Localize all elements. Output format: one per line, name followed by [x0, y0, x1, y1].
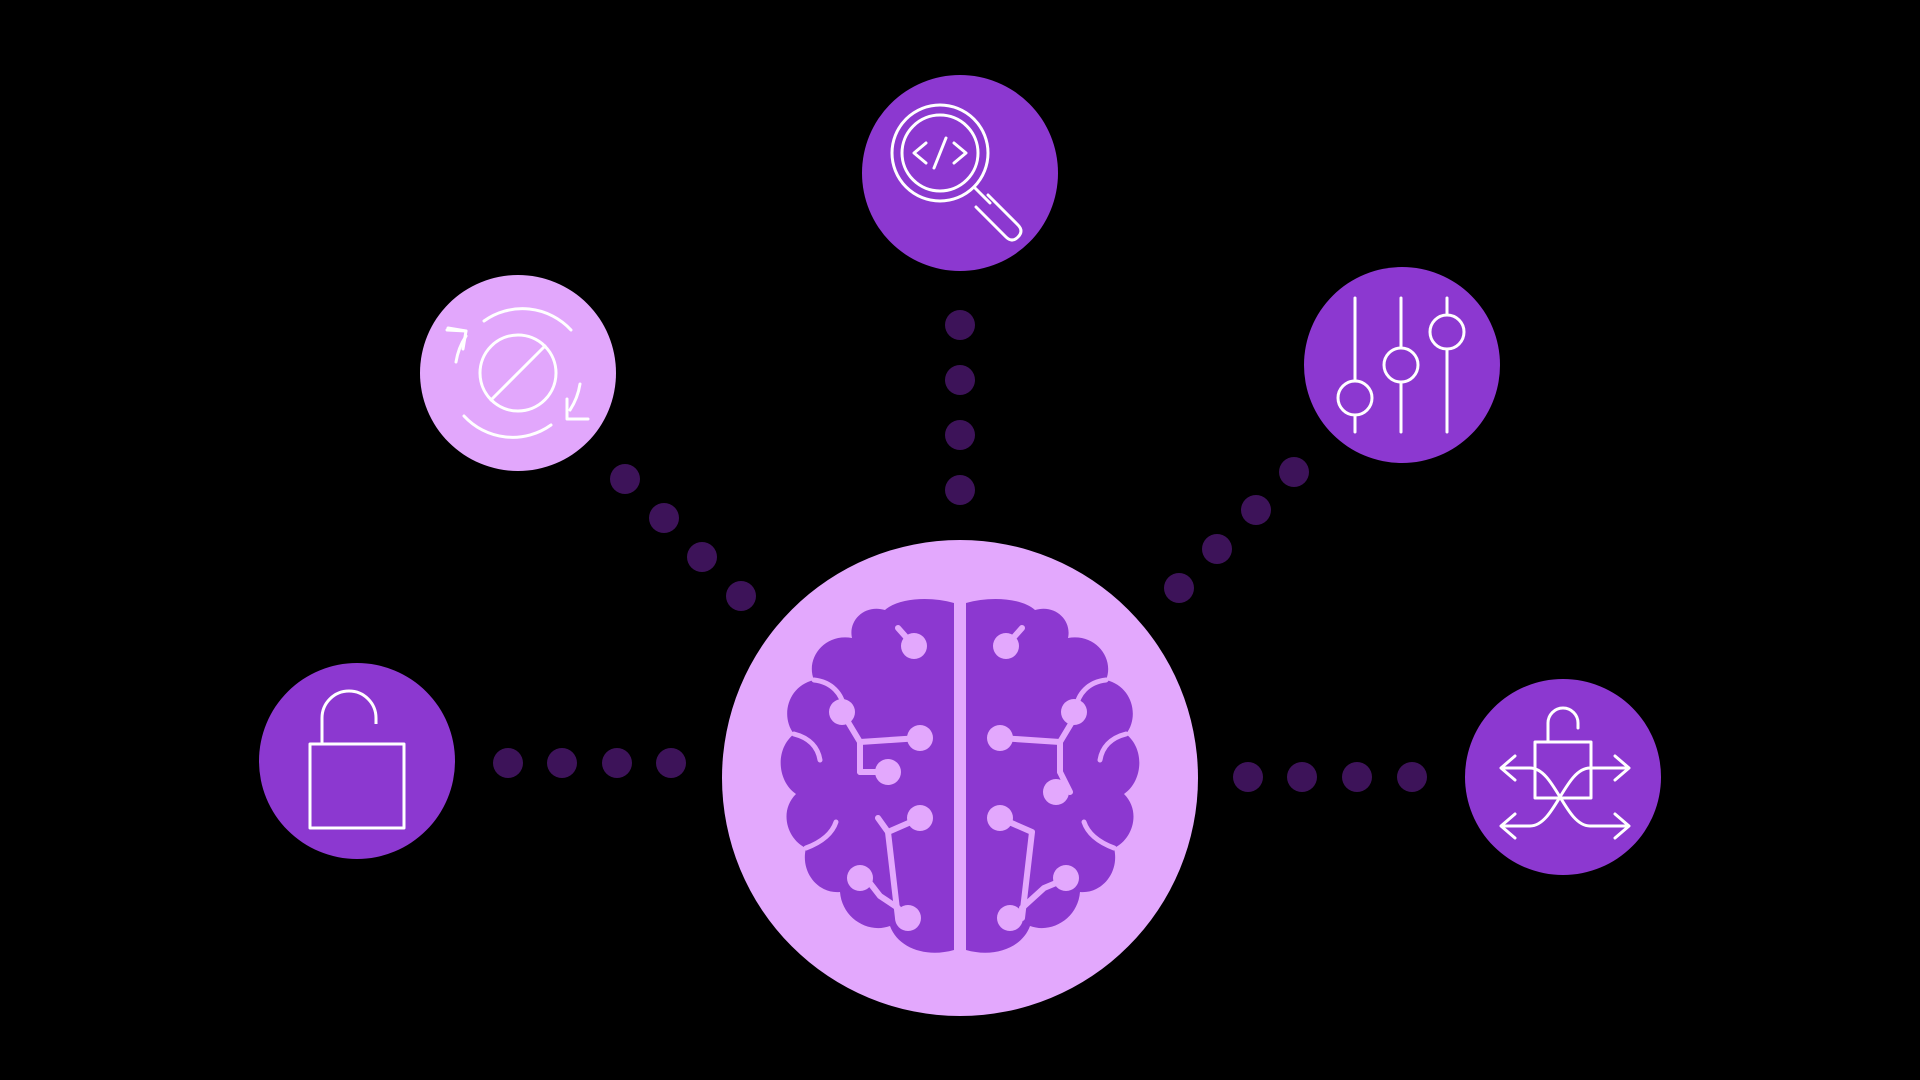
- circuit-node: [1053, 865, 1079, 891]
- brain-right-hemisphere: [966, 598, 1140, 953]
- connector-dot: [610, 464, 640, 494]
- circuit-node: [847, 865, 873, 891]
- connector-dot: [1287, 762, 1317, 792]
- connector-top: [945, 310, 975, 505]
- connector-left: [493, 748, 686, 778]
- lock-arrows-icon: [1499, 706, 1631, 840]
- node-upper-left: [420, 275, 616, 471]
- circuit-node: [1061, 699, 1087, 725]
- connector-dot: [1233, 762, 1263, 792]
- connector-dot: [1164, 573, 1194, 603]
- connector-dot: [945, 310, 975, 340]
- connector-dot: [602, 748, 632, 778]
- node-top: [862, 75, 1058, 271]
- circuit-node: [907, 725, 933, 751]
- connector-dot: [1241, 495, 1271, 525]
- connector-dot: [945, 475, 975, 505]
- connector-dot: [1342, 762, 1372, 792]
- circuit-node: [875, 759, 901, 785]
- hub-node: [722, 540, 1198, 1016]
- circuit-node: [993, 633, 1019, 659]
- circuit-node: [987, 805, 1013, 831]
- connector-dot: [1279, 457, 1309, 487]
- circuit-node: [829, 699, 855, 725]
- unlocked-padlock-icon: [308, 689, 406, 830]
- connector-dot: [656, 748, 686, 778]
- cycle-block-icon: [445, 307, 590, 439]
- circuit-node: [901, 633, 927, 659]
- connector-dot: [687, 542, 717, 572]
- circuit-node: [1043, 779, 1069, 805]
- connector-dot: [1202, 534, 1232, 564]
- circuit-node: [895, 905, 921, 931]
- node-upper-right: [1304, 267, 1500, 463]
- connector-upper-left: [610, 464, 756, 611]
- code-search-icon: [890, 103, 1023, 242]
- connector-dot: [547, 748, 577, 778]
- sliders-icon: [1336, 296, 1466, 434]
- connector-dot: [493, 748, 523, 778]
- connector-upper-right: [1164, 457, 1309, 603]
- circuit-node: [997, 905, 1023, 931]
- node-right: [1465, 679, 1661, 875]
- connector-dot: [945, 420, 975, 450]
- connector-dot: [726, 581, 756, 611]
- circuit-node: [987, 725, 1013, 751]
- node-upper-right-circle: [1304, 267, 1500, 463]
- connector-right: [1233, 762, 1427, 792]
- connector-dot: [1397, 762, 1427, 792]
- node-left-circle: [259, 663, 455, 859]
- circuit-node: [907, 805, 933, 831]
- brain-circuit-icon: [780, 598, 1140, 953]
- brain-left-hemisphere: [780, 598, 954, 953]
- connector-dot: [649, 503, 679, 533]
- node-top-circle: [862, 75, 1058, 271]
- connector-dot: [945, 365, 975, 395]
- node-left: [259, 663, 455, 859]
